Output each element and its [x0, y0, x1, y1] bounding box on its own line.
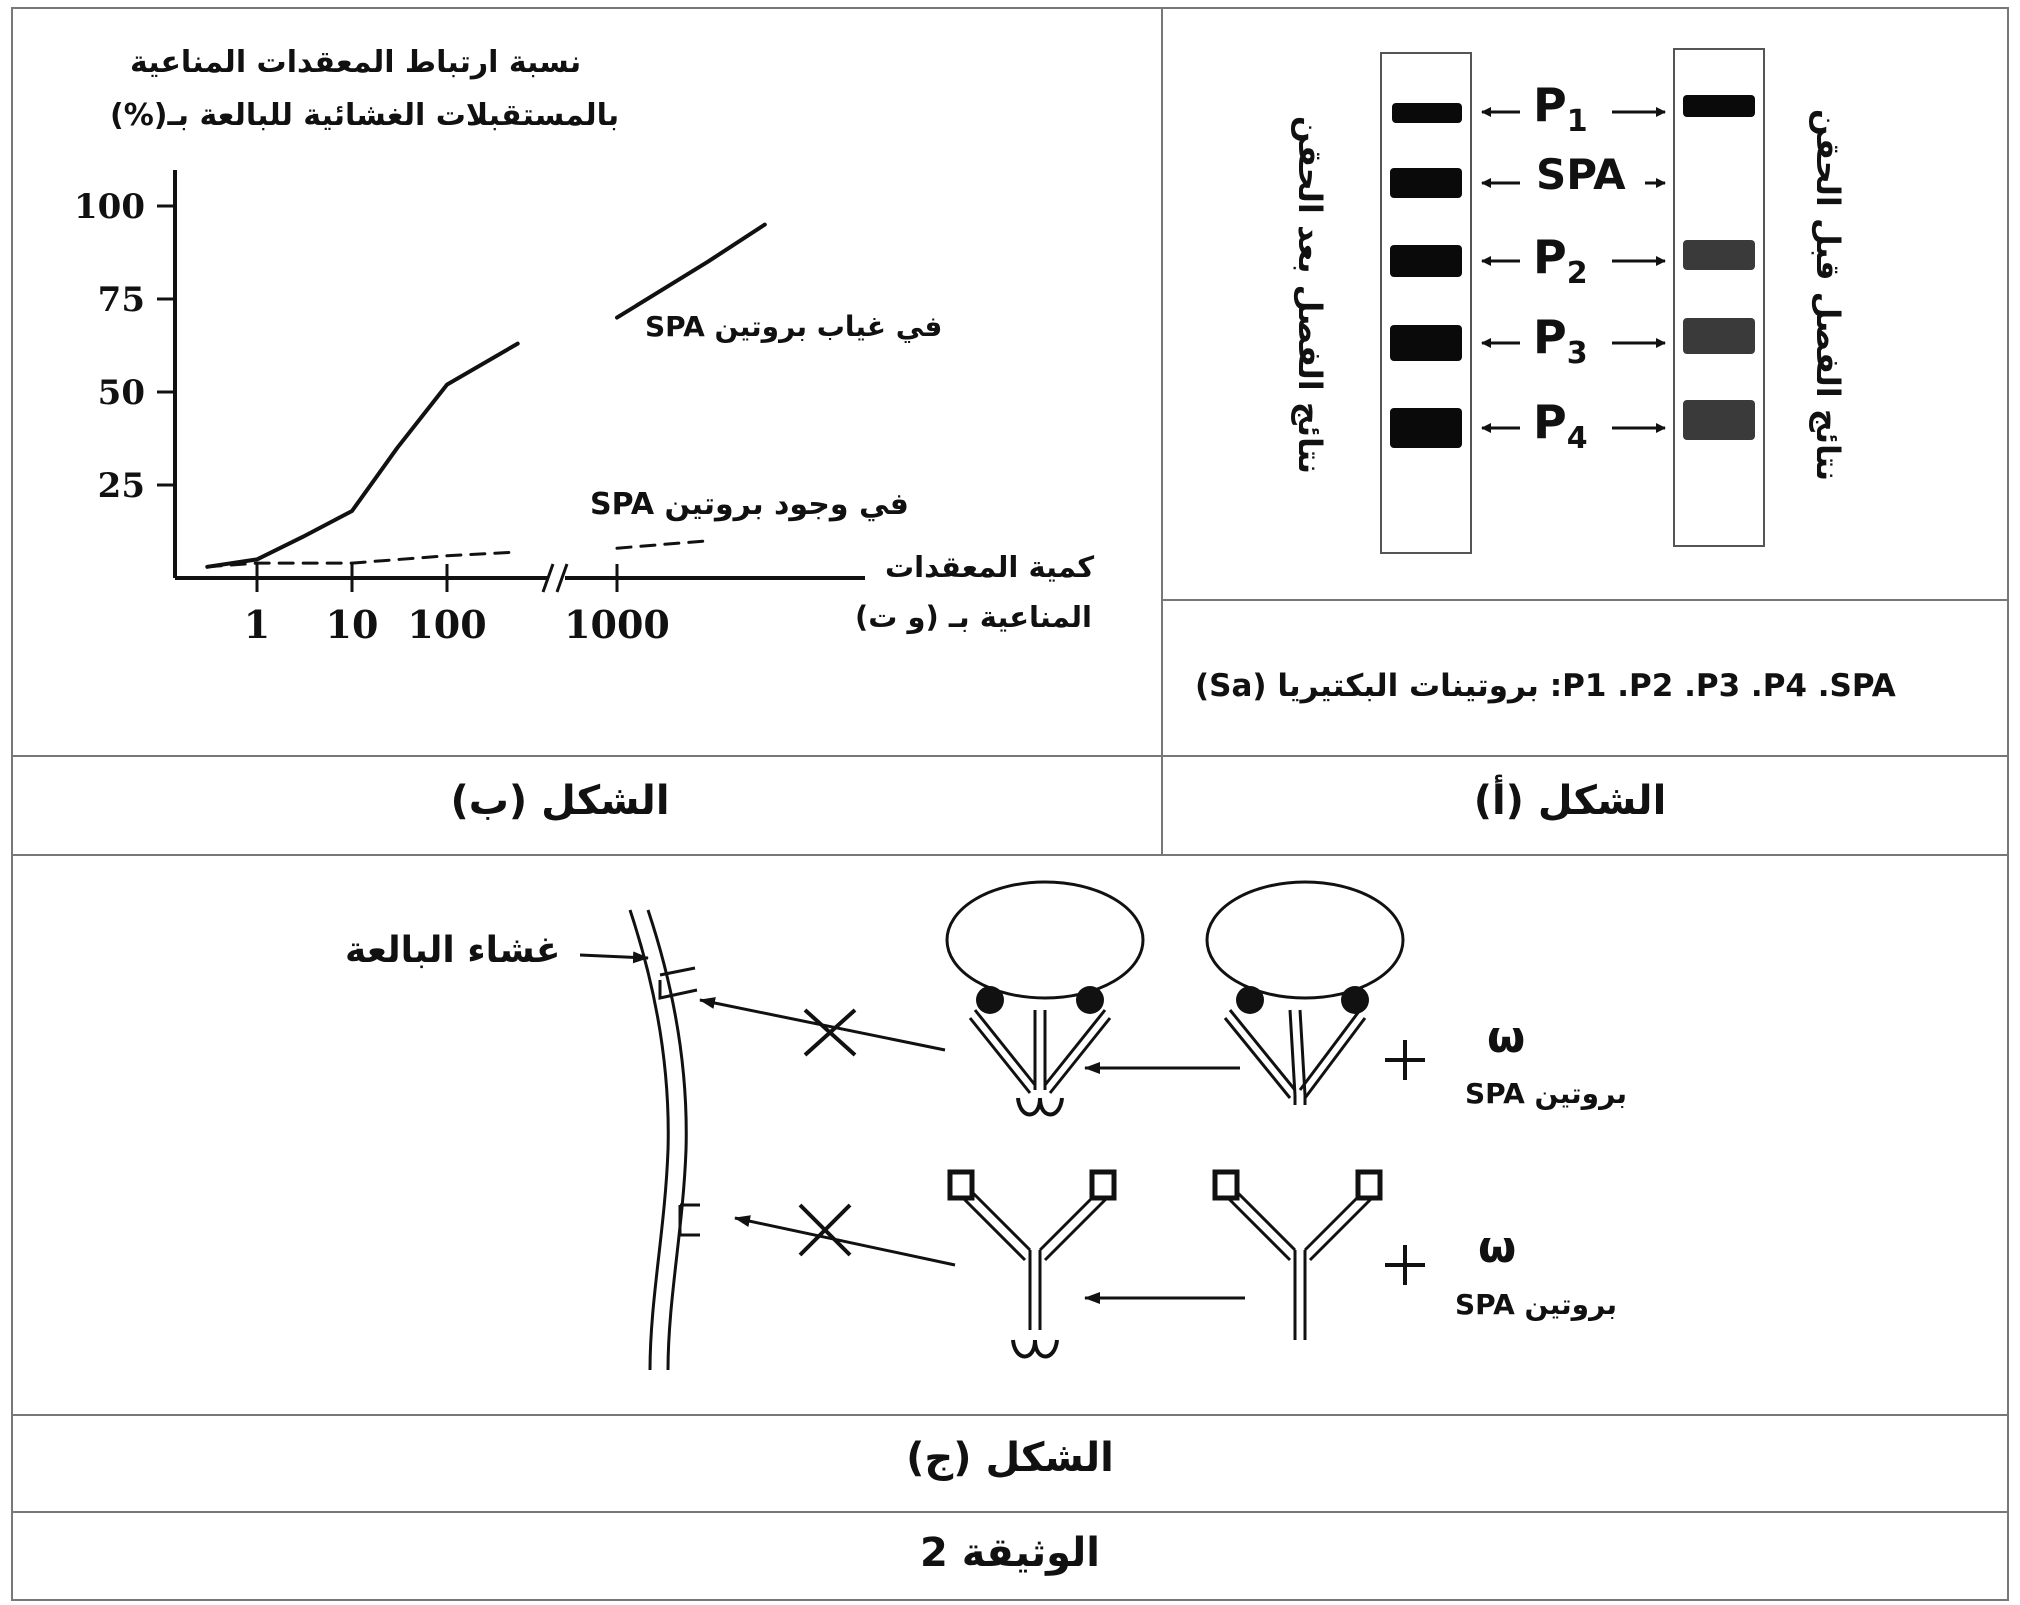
y-axis-label-line2: بالمستقبلات الغشائية للبالعة بـ(%) [110, 98, 620, 133]
band-after-p2 [1390, 245, 1462, 277]
series-present-spa-line [615, 539, 710, 550]
band-before-p1 [1683, 95, 1755, 117]
x-tick-label: 1 [244, 602, 270, 647]
protein-label-top: بروتين SPA [1465, 1077, 1628, 1110]
band-after-p1 [1392, 103, 1462, 123]
figure-a-legend: P1 .P2 .P3 .P4 .SPA: بروتينات البكتيريا … [1195, 668, 1896, 704]
curve-present-label: في وجود بروتين SPA [590, 487, 909, 522]
document-title: الوثيقة 2 [920, 1530, 1100, 1576]
series-present-spa-line [205, 550, 520, 569]
figure-b-caption: الشكل (ب) [450, 778, 670, 824]
spa-symbol-bottom: ω [1478, 1222, 1517, 1273]
y-axis-label-line1: نسبة ارتباط المعقدات المناعية [130, 45, 582, 80]
x-tick-label: 1000 [564, 602, 670, 647]
x-tick-label: 10 [326, 602, 379, 647]
band-label-p2: P2 [1533, 230, 1588, 292]
y-tick-label: 25 [98, 466, 145, 506]
x-tick-label: 100 [407, 602, 486, 647]
y-tick-label: 50 [98, 373, 145, 413]
band-label-p4: P4 [1533, 395, 1588, 457]
x-axis-label-line1: كمية المعقدات [885, 550, 1095, 584]
x-axis-label-line2: المناعية بـ (و ت) [855, 600, 1092, 634]
band-before-p4 [1683, 400, 1755, 440]
band-label-p3: P3 [1533, 310, 1588, 372]
gel-lane-before-injection [1673, 48, 1765, 547]
band-label-spa: SPA [1536, 150, 1626, 199]
protein-label-bottom: بروتين SPA [1455, 1288, 1618, 1321]
figure-c-caption: الشكل (ج) [906, 1435, 1114, 1481]
band-after-spa [1390, 168, 1462, 198]
series-absent-spa-line [615, 222, 767, 320]
figure-a-caption: الشكل (أ) [1473, 778, 1667, 824]
x-axis-break-mark [555, 563, 569, 593]
membrane-label: غشاء البالعة [345, 930, 561, 971]
band-after-p3 [1390, 325, 1462, 361]
y-tick-label: 100 [74, 187, 145, 227]
gel-lane-after-injection [1380, 52, 1472, 554]
band-label-p1: P1 [1533, 78, 1588, 140]
curve-absent-label: في غياب بروتين SPA [645, 310, 943, 343]
band-before-p3 [1683, 318, 1755, 354]
band-before-p2 [1683, 240, 1755, 270]
spa-symbol-top: ω [1487, 1012, 1526, 1063]
x-axis-break-mark [541, 563, 555, 593]
y-tick-label: 75 [98, 280, 145, 320]
band-after-p4 [1390, 408, 1462, 448]
series-absent-spa-line [205, 341, 520, 569]
